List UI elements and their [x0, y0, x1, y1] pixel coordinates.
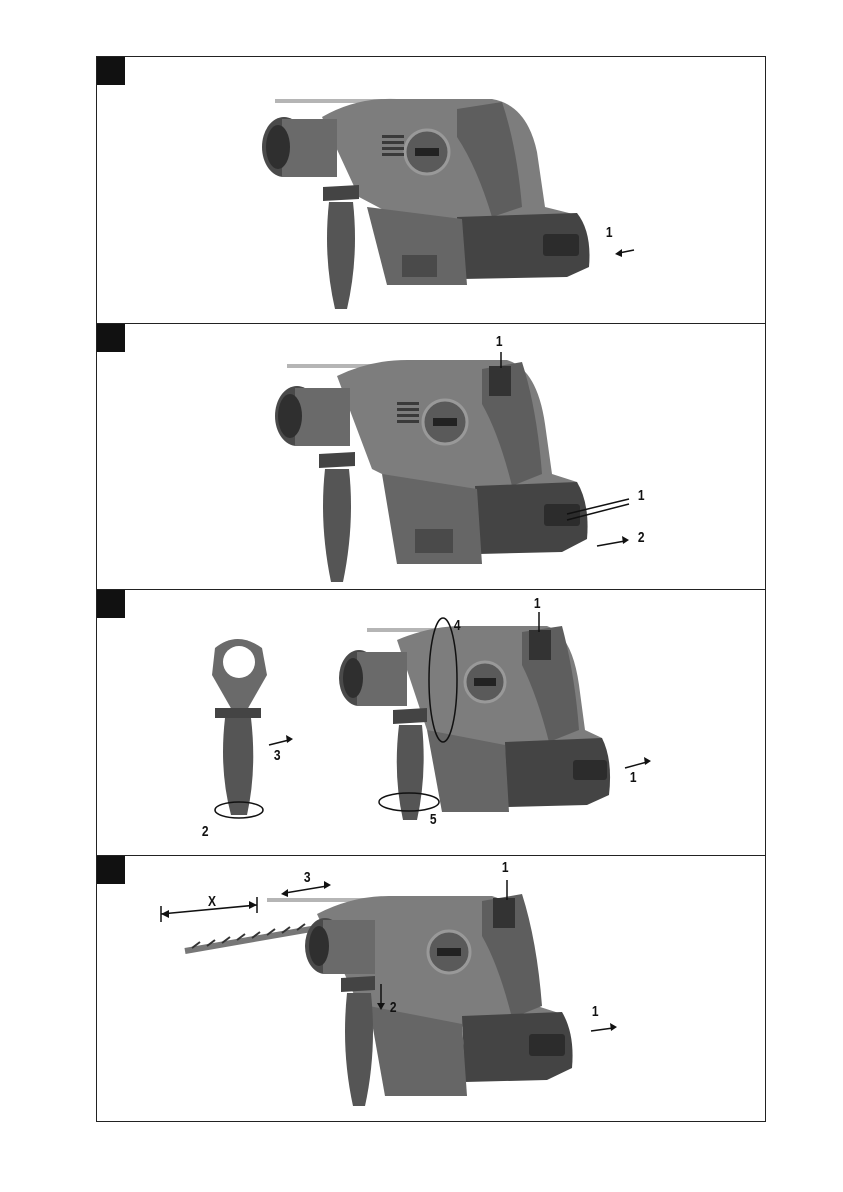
figure-sheet: 1 1: [96, 56, 766, 1122]
panel-1: 1: [97, 57, 765, 324]
panel-2-callout-2: 2: [638, 530, 645, 545]
panel-3-callout-1-right: 1: [630, 770, 637, 785]
panel-2: 1 1 2: [97, 324, 765, 590]
panel-4-callout-x: X: [208, 894, 216, 909]
drill-illustration-4: [97, 856, 765, 1121]
drill-illustration-2: [97, 324, 765, 590]
panel-3-callout-1-top: 1: [534, 596, 541, 611]
panel-3-callout-2: 2: [202, 824, 209, 839]
drill-illustration-1: [97, 57, 765, 324]
panel-3-callout-3: 3: [274, 748, 281, 763]
panel-4-callout-3: 3: [304, 870, 311, 885]
panel-4: X 3 1 1 2: [97, 856, 765, 1121]
panel-2-callout-1-battery: 1: [638, 488, 645, 503]
panel-4-callout-1-top: 1: [502, 860, 509, 875]
panel-4-callout-1-right: 1: [592, 1004, 599, 1019]
panel-2-callout-1-top: 1: [496, 334, 503, 349]
panel-1-callout-1: 1: [606, 225, 613, 240]
panel-4-callout-2: 2: [390, 1000, 397, 1015]
panel-3-callout-5: 5: [430, 812, 437, 827]
panel-3: 1 1 2 3 4 5: [97, 590, 765, 856]
panel-3-callout-4: 4: [454, 618, 461, 633]
